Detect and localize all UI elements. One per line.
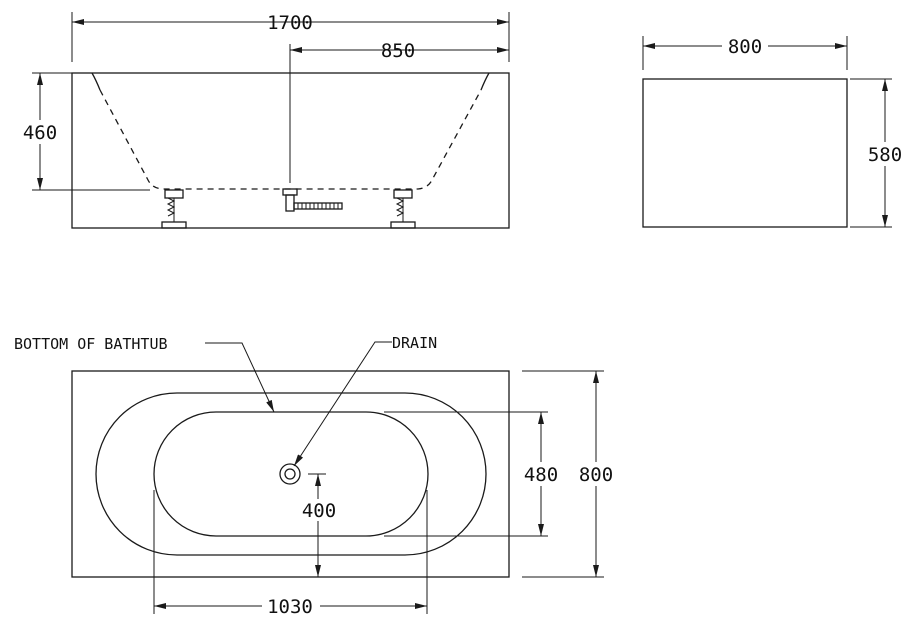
- label-drain: DRAIN: [392, 334, 437, 352]
- dim-side-height: 580: [868, 144, 902, 166]
- basin-bottom: [153, 411, 429, 537]
- right-foot: [390, 189, 416, 229]
- dim-bottom-length: 1030: [267, 596, 313, 618]
- side-elevation: 800 580: [642, 36, 904, 228]
- dim-side-width: 800: [728, 36, 762, 58]
- dim-inner-width: 480: [524, 464, 558, 486]
- dim-drain-to-edge: 400: [302, 500, 336, 522]
- outer-rim: [95, 392, 487, 556]
- dim-height: 460: [23, 122, 57, 144]
- left-foot: [161, 189, 187, 229]
- label-bottom-of-bathtub: BOTTOM OF BATHTUB: [14, 335, 168, 353]
- side-outline: [642, 78, 848, 228]
- drain-assembly: [282, 188, 343, 212]
- leader-drain: [293, 341, 392, 467]
- dim-drain-offset: 850: [381, 40, 415, 62]
- plan-view: 480 800 400 1030 BOTTOM OF BATHTUB DRAIN: [14, 334, 618, 618]
- dim-total-length: 1700: [267, 12, 313, 34]
- dim-plan-width: 800: [579, 464, 613, 486]
- front-elevation: 1700 850 460: [20, 12, 510, 229]
- drain-circle: [279, 463, 301, 485]
- plan-outline: [71, 370, 510, 578]
- leader-bottom: [205, 342, 275, 413]
